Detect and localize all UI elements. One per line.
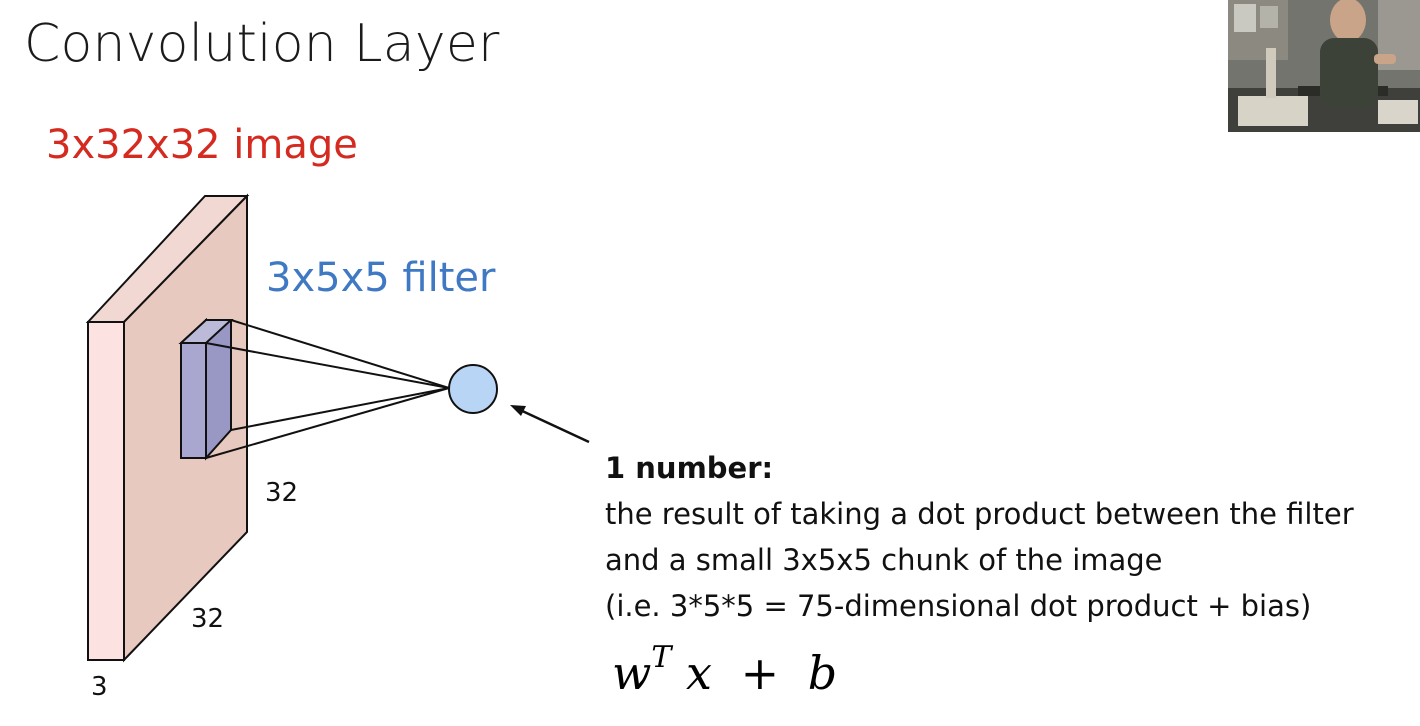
formula-input: x [686, 646, 712, 700]
filter-size-label: 3x5x5 filter [266, 255, 496, 301]
formula-plus: + [740, 646, 780, 700]
description-line-2: and a small 3x5x5 chunk of the image [605, 543, 1163, 577]
projection-line-top [230, 319, 450, 389]
dimension-label-width: 32 [191, 604, 225, 634]
dot-product-formula: wT x + b [612, 640, 837, 700]
annotation-arrow-shaft [517, 407, 590, 444]
image-size-label: 3x32x32 image [46, 122, 358, 168]
projection-line-lower-middle [205, 387, 450, 459]
presenter-webcam-thumbnail [1228, 0, 1420, 132]
formula-bias: b [807, 646, 838, 700]
projection-line-upper-middle [205, 342, 450, 389]
annotation-arrow-head [510, 405, 526, 416]
slide-title: Convolution Layer [24, 14, 500, 74]
description-line-1: the result of taking a dot product betwe… [605, 497, 1354, 531]
output-neuron [448, 364, 498, 414]
dimension-label-height: 32 [265, 478, 299, 508]
formula-transpose: T [651, 640, 672, 675]
output-description: 1 number: the result of taking a dot pro… [605, 445, 1417, 629]
projection-line-bottom [230, 387, 450, 431]
dimension-label-depth: 3 [91, 672, 108, 702]
formula-weight: w [612, 646, 652, 700]
description-heading: 1 number: [605, 451, 774, 485]
image-volume-front-face [87, 321, 125, 661]
description-line-3: (i.e. 3*5*5 = 75-dimensional dot product… [605, 589, 1312, 623]
webcam-scene [1228, 0, 1420, 132]
